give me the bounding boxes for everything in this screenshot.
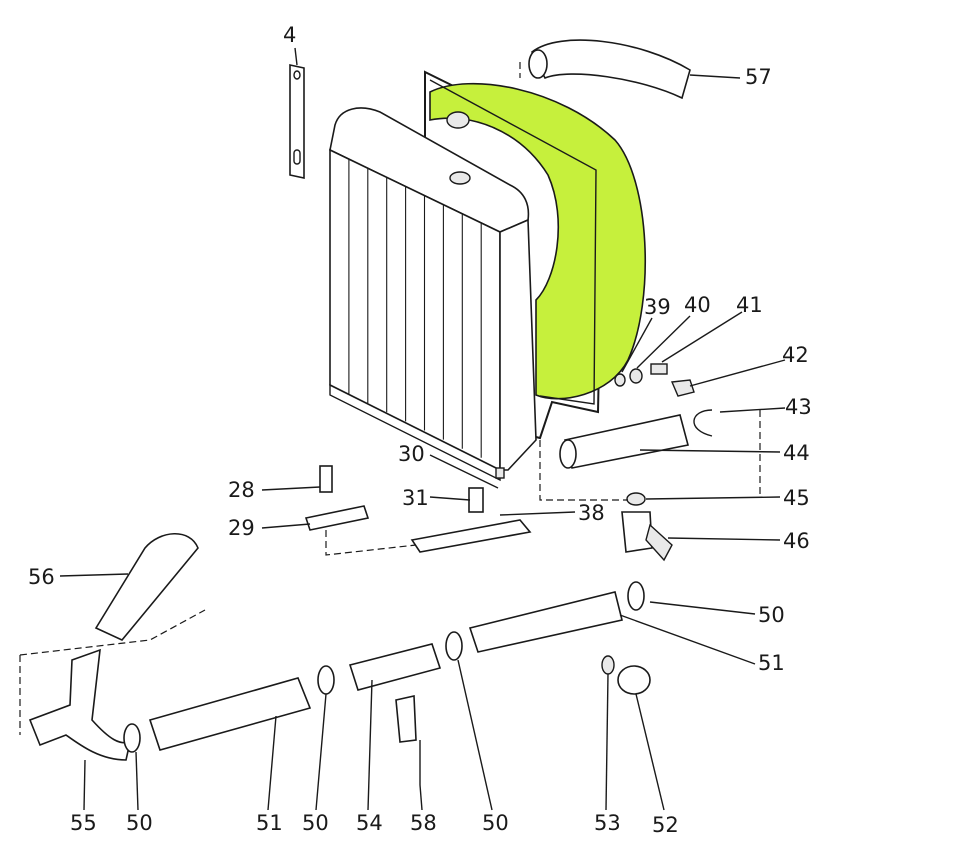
lower-hoses[interactable] (28, 533, 651, 785)
upper-hose-end (528, 49, 548, 79)
mounting-strap[interactable] (289, 64, 305, 179)
label-40: 40 (684, 293, 711, 317)
hose-55 (28, 648, 132, 761)
nut-40 (629, 368, 643, 384)
washer-53 (601, 655, 615, 675)
strap-body (289, 64, 305, 179)
label-39: 39 (644, 295, 671, 319)
plug-52 (617, 665, 651, 695)
label-50-right: 50 (758, 603, 785, 627)
label-45: 45 (783, 486, 810, 510)
label-42: 42 (782, 343, 809, 367)
label-43: 43 (785, 395, 812, 419)
label-31: 31 (402, 486, 429, 510)
hose-44 (564, 414, 689, 469)
strap-slot (293, 149, 301, 165)
washer-45 (626, 492, 646, 506)
bolt-31 (468, 487, 484, 513)
radiator-side-tank (499, 218, 537, 471)
label-58: 58 (410, 811, 437, 835)
filler-cap-rear (446, 111, 470, 129)
shroud-ring (429, 82, 647, 400)
radiator-fins (348, 159, 482, 458)
bolt-41 (650, 363, 668, 375)
hose-54 (348, 643, 442, 691)
upper-hose-body (530, 39, 691, 100)
clamp-50-a (123, 723, 141, 753)
label-28: 28 (228, 478, 255, 502)
label-29: 29 (228, 516, 255, 540)
leader-lines (19, 47, 786, 811)
radiator[interactable] (329, 107, 537, 482)
label-4: 4 (283, 23, 296, 47)
hose-51-left (148, 677, 312, 751)
upper-hose[interactable] (528, 39, 691, 100)
label-50-c: 50 (482, 811, 509, 835)
bolt-28 (319, 465, 333, 493)
part-labels: 4 57 39 40 41 42 43 44 45 46 30 28 31 38… (28, 23, 812, 837)
shroud-rim (429, 79, 597, 405)
clamp-50-b (317, 665, 335, 695)
label-44: 44 (783, 441, 810, 465)
label-51-right: 51 (758, 651, 785, 675)
hose-44-end (559, 439, 577, 469)
clip-42 (670, 379, 695, 397)
label-38: 38 (578, 501, 605, 525)
label-56: 56 (28, 565, 55, 589)
bracket-38 (410, 519, 532, 553)
valve-58 (395, 695, 417, 743)
tap-46 (621, 511, 653, 553)
drain-parts[interactable] (559, 363, 713, 562)
hose-56 (94, 533, 199, 641)
clamp-50-c (445, 631, 463, 661)
label-54: 54 (356, 811, 383, 835)
filler-cap (449, 171, 471, 185)
bracket-parts[interactable] (304, 465, 532, 553)
strap-hole-top (293, 70, 301, 80)
label-50-b: 50 (302, 811, 329, 835)
tap-46-lever (645, 523, 673, 562)
label-51-left: 51 (256, 811, 283, 835)
label-46: 46 (783, 529, 810, 553)
label-52: 52 (652, 813, 679, 837)
plate-29 (304, 505, 370, 531)
label-53: 53 (594, 811, 621, 835)
label-30: 30 (398, 442, 425, 466)
radiator-bottom (329, 383, 501, 482)
label-57: 57 (745, 65, 772, 89)
label-41: 41 (736, 293, 763, 317)
label-55: 55 (70, 811, 97, 835)
radiator-drain (495, 467, 505, 479)
hose-51-right (468, 591, 623, 653)
washer-39 (614, 373, 626, 387)
clamp-50-d (627, 581, 645, 611)
label-50-a: 50 (126, 811, 153, 835)
ring-43 (693, 409, 713, 437)
